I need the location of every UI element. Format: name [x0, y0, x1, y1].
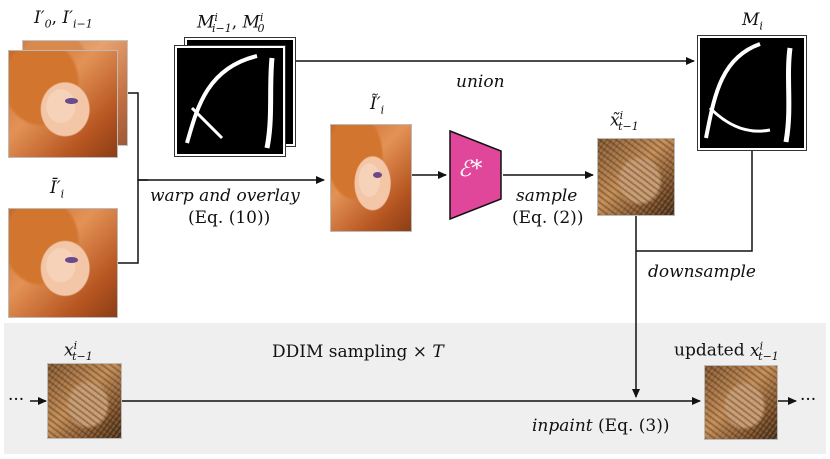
label-sample: sample — [516, 186, 578, 206]
edge-downsample — [636, 150, 753, 252]
mask-strokes — [185, 54, 275, 149]
mask-Mi-strokes — [704, 42, 793, 143]
label-x-t-1: xit−1 — [64, 339, 93, 364]
dots-left: ··· — [8, 390, 25, 410]
image-Ibar — [8, 208, 118, 318]
label-sample-eq: (Eq. (2)) — [512, 208, 584, 228]
encoder-shape — [449, 129, 502, 221]
label-downsample: downsample — [648, 262, 756, 282]
ddim-band — [4, 323, 826, 454]
label-warp-eq: (Eq. (10)) — [188, 208, 271, 228]
label-union: union — [456, 72, 505, 92]
label-Mprev-M0: Mii−1, Mi0 — [197, 11, 265, 36]
label-I0-Iprev: I′0, I′i−1 — [34, 8, 93, 31]
image-x-t-1 — [47, 363, 122, 439]
label-ddim: DDIM sampling × T — [272, 342, 444, 362]
mask-Mi — [697, 35, 807, 151]
image-xtilde — [597, 138, 675, 216]
dots-right: ··· — [800, 390, 817, 410]
encoder-label: ℰ* — [458, 157, 483, 182]
mask-Mprev — [174, 45, 286, 157]
label-updated: updated xit−1 — [674, 339, 779, 364]
image-Itilde — [330, 124, 412, 232]
label-xtilde: x̃it−1 — [610, 109, 639, 134]
edge-top-image-to-warp — [128, 92, 148, 181]
label-Ibar: Ī′i — [50, 178, 65, 201]
label-Mi: Mi — [742, 10, 763, 33]
label-inpaint: inpaint (Eq. (3)) — [532, 416, 670, 436]
label-warp: warp and overlay — [150, 186, 300, 206]
image-Iprev-front — [8, 50, 118, 158]
label-Itilde: Ĩ′i — [370, 94, 385, 117]
image-updated-x — [704, 365, 778, 440]
edge-bottom-image-to-warp — [118, 180, 139, 264]
